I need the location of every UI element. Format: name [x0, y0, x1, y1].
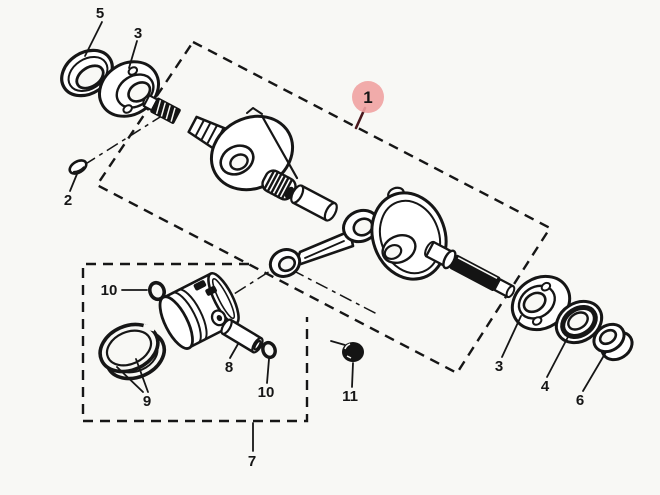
- leader-11b: [330, 340, 346, 346]
- leader-9a: [116, 366, 144, 393]
- callout-3-right-label: 3: [495, 358, 503, 375]
- part-oil-seal-5: [60, 48, 114, 98]
- part-piston: [158, 271, 240, 350]
- callout-1-label: 1: [363, 88, 372, 107]
- centerline-piston-to-rod: [211, 265, 279, 309]
- callout-10-left-label: 10: [101, 282, 118, 299]
- leader-4: [546, 334, 570, 378]
- leader-3-left: [128, 40, 138, 69]
- highlight-badge-1[interactable]: 1: [352, 81, 384, 130]
- part-spacer-collar-6: [592, 322, 634, 362]
- part-oil-seal-4: [554, 299, 604, 345]
- leader-9b: [135, 358, 149, 393]
- leader-2: [69, 173, 78, 192]
- part-needle-bearing: [261, 169, 297, 201]
- leader-11a: [351, 362, 354, 388]
- assembly-box-1-outline: [95, 40, 552, 375]
- callout-2-label: 2: [64, 192, 72, 209]
- callout-6-label: 6: [576, 392, 584, 409]
- callout-labels: 5 3 2 10 9 8 10 7 11 3 4 6: [64, 5, 584, 470]
- part-connecting-rod: [268, 208, 380, 278]
- part-ball-bearing-3-right: [510, 274, 572, 332]
- callout-11-label: 11: [342, 388, 358, 405]
- centerline-key-to-shaft: [83, 111, 169, 166]
- part-nut-11: [342, 342, 364, 362]
- part-circlip-10-right: [261, 340, 277, 360]
- piston-box-7-outline: [81, 262, 309, 423]
- leader-6: [582, 351, 607, 392]
- highlight-circle[interactable]: [352, 81, 384, 113]
- part-crank-web-right: [370, 186, 448, 281]
- callout-7-label: 7: [248, 453, 256, 470]
- callout-10-right-label: 10: [258, 384, 275, 401]
- part-piston-rings-9: [98, 322, 167, 381]
- part-crankshaft-right-shaft: [424, 240, 516, 299]
- callout-3-left-label: 3: [134, 25, 142, 42]
- callout-4-label: 4: [541, 378, 550, 395]
- leader-5: [84, 21, 103, 57]
- callout-leaders: [69, 21, 607, 452]
- leader-10-right: [266, 358, 270, 384]
- part-piston-pin-8: [220, 318, 264, 354]
- callout-9-label: 9: [143, 393, 151, 410]
- centerline-rod-extension: [291, 269, 378, 315]
- leader-3-right: [501, 315, 522, 358]
- part-woodruff-key-2: [68, 159, 88, 175]
- leader-8: [229, 343, 239, 359]
- callout-8-label: 8: [225, 359, 233, 376]
- callout-5-label: 5: [96, 5, 104, 22]
- part-crank-pin: [290, 184, 338, 222]
